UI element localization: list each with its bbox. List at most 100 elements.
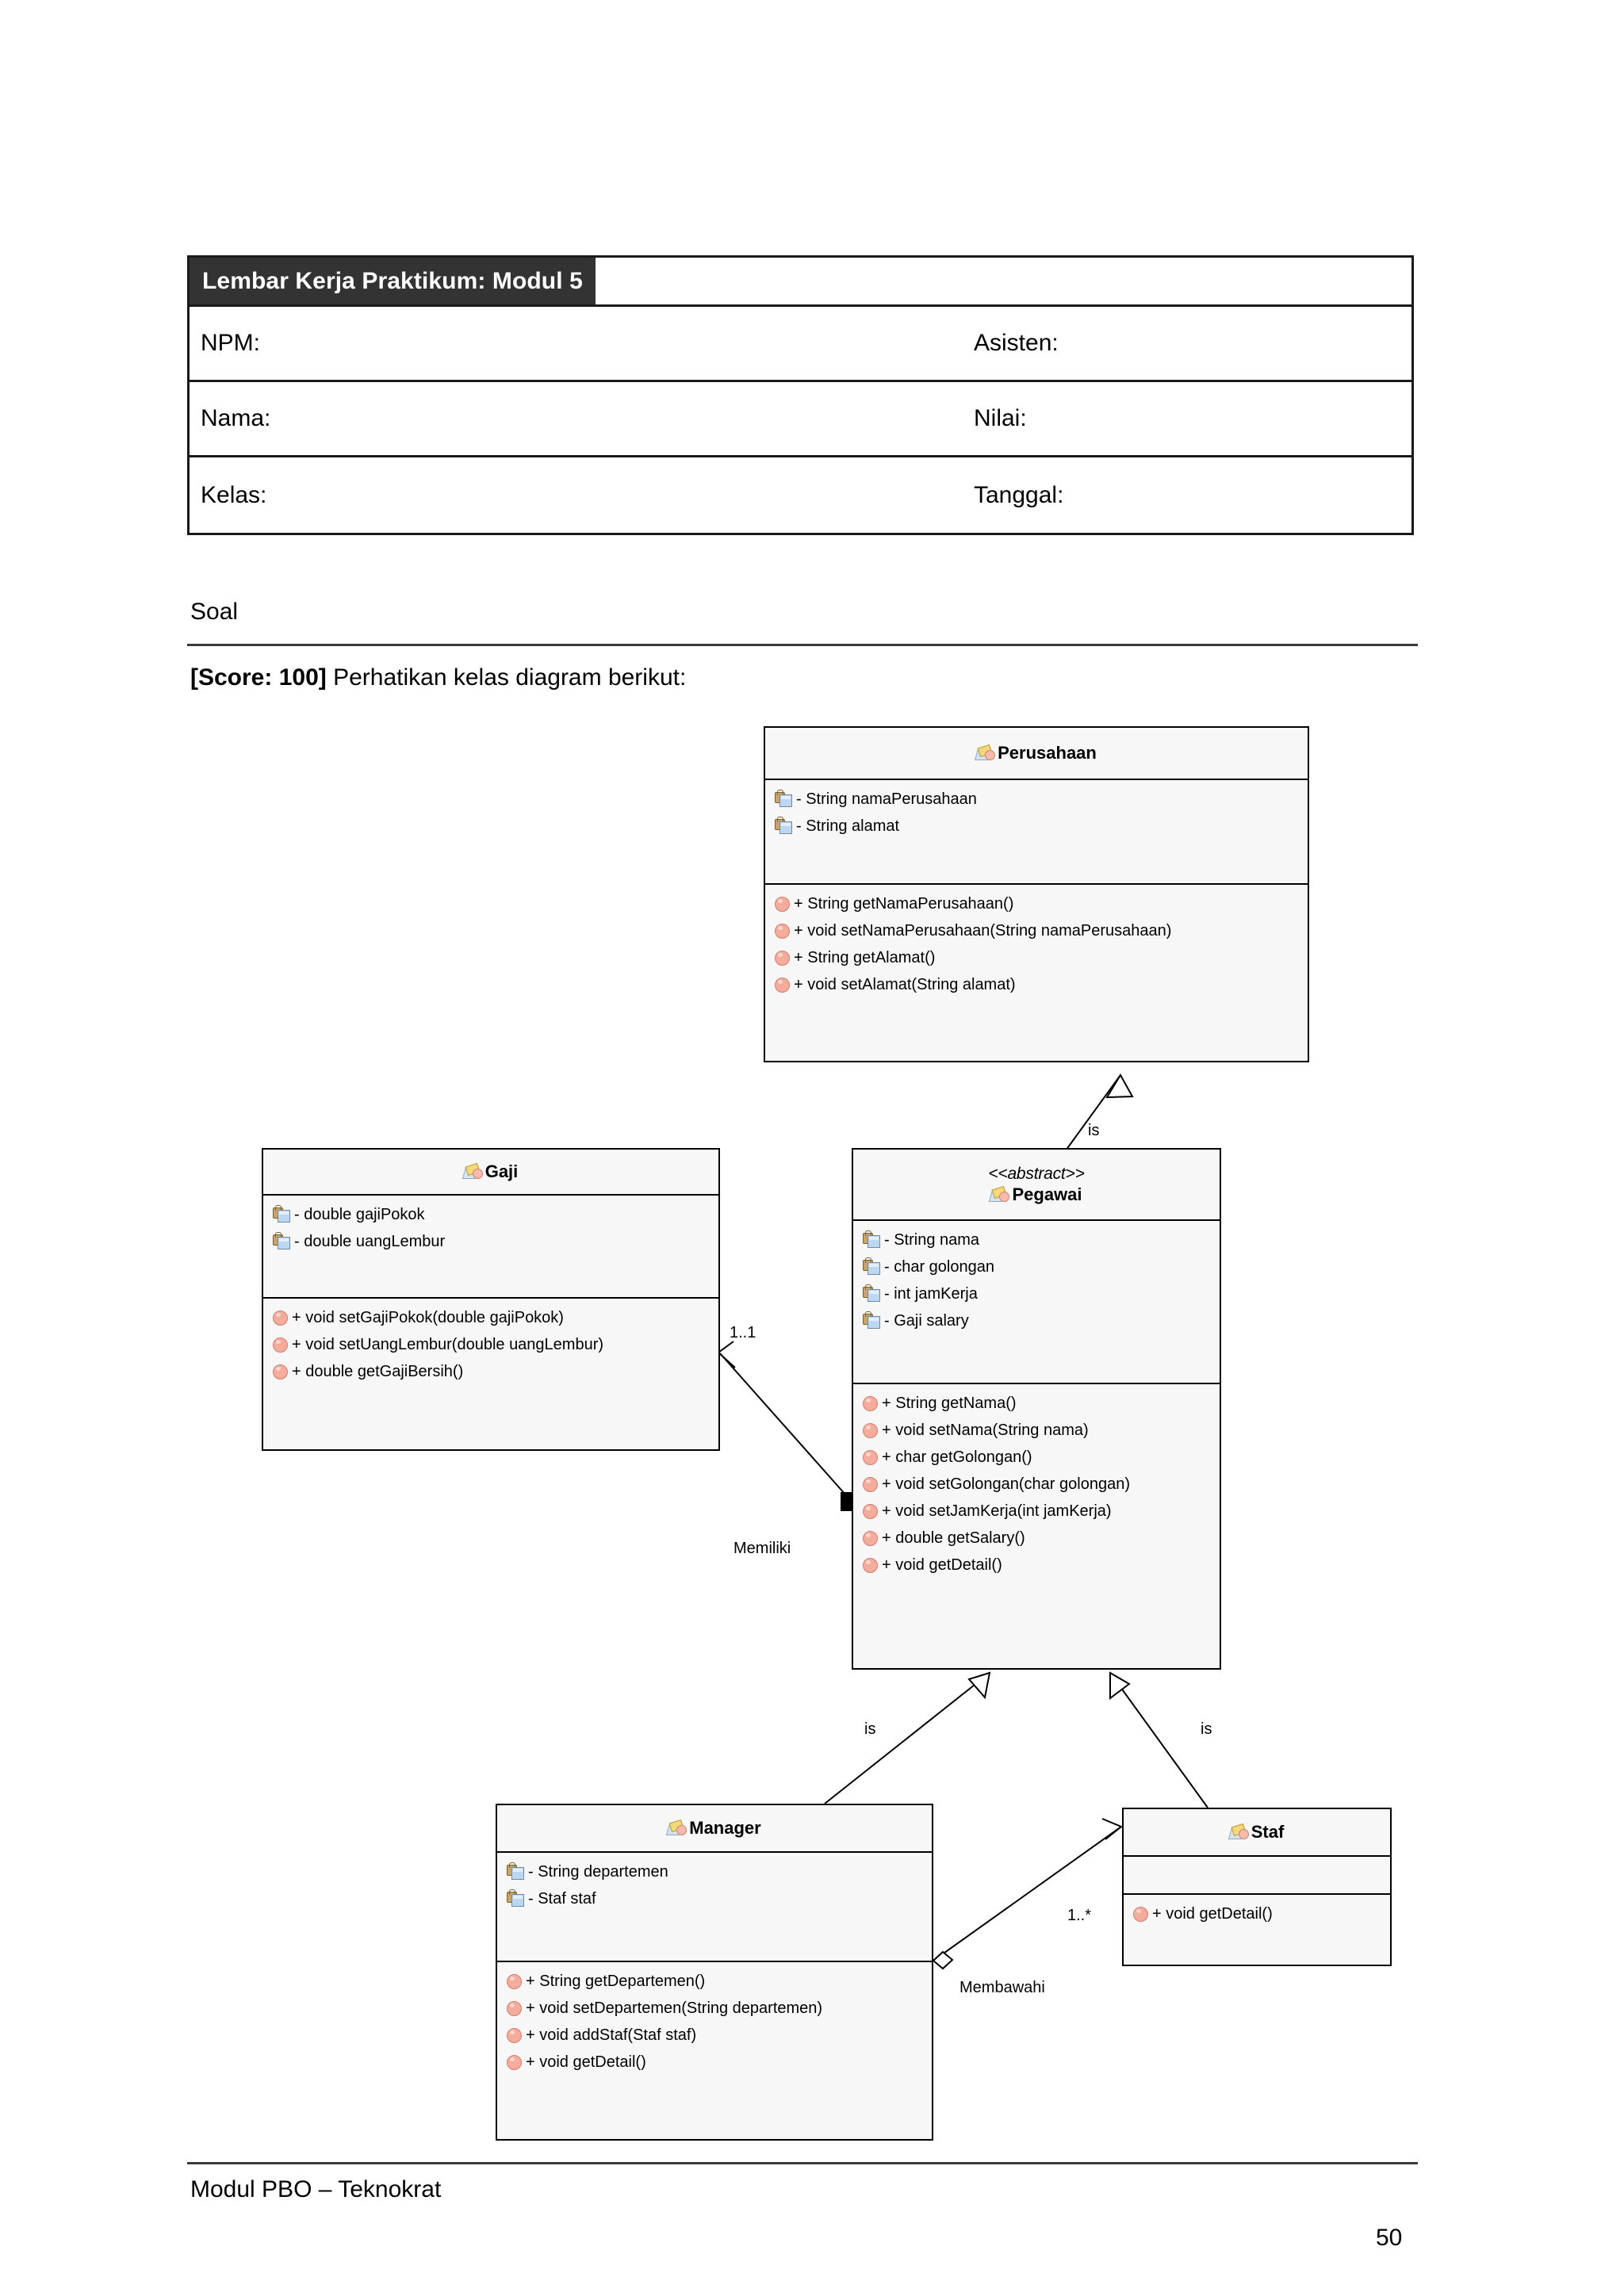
method-text: + void getDetail() bbox=[1152, 1905, 1273, 1923]
method-text: + void setAlamat(String alamat) bbox=[794, 976, 1016, 993]
label-npm: NPM: bbox=[201, 330, 260, 356]
uml-class-pegawai[interactable]: <<abstract>> Pegawai - String nama - cha… bbox=[852, 1148, 1221, 1670]
label-tanggal: Tanggal: bbox=[974, 481, 1064, 508]
worksheet-title-row: Lembar Kerja Praktikum: Modul 5 bbox=[190, 258, 1411, 307]
class-name: Staf bbox=[1251, 1822, 1285, 1842]
method-text: + String getAlamat() bbox=[794, 949, 936, 966]
class-name: Perusahaan bbox=[998, 743, 1097, 763]
public-method-icon bbox=[273, 1337, 288, 1353]
public-method-icon bbox=[863, 1530, 878, 1546]
methods-compartment: + String getDepartemen() + void setDepar… bbox=[497, 1962, 932, 2076]
method-row: + double getSalary() bbox=[863, 1530, 1212, 1546]
private-attribute-icon bbox=[775, 790, 792, 807]
class-title: Staf bbox=[1228, 1822, 1285, 1842]
methods-compartment: + void getDetail() bbox=[1124, 1895, 1390, 1928]
label-kelas: Kelas: bbox=[201, 481, 267, 508]
page-number: 50 bbox=[1376, 2225, 1403, 2251]
uml-class-staf[interactable]: Staf + void getDetail() bbox=[1122, 1808, 1392, 1966]
public-method-icon bbox=[273, 1310, 288, 1326]
method-row: + void setNamaPerusahaan(String namaPeru… bbox=[775, 923, 1300, 939]
table-row: NPM: Asisten: bbox=[190, 307, 1411, 382]
class-header: Gaji bbox=[263, 1150, 718, 1196]
private-attribute-icon bbox=[273, 1232, 290, 1249]
method-row: + double getGajiBersih() bbox=[273, 1364, 710, 1380]
method-row: + void setAlamat(String alamat) bbox=[775, 977, 1300, 993]
attributes-compartment: - String namaPerusahaan - String alamat bbox=[765, 780, 1308, 885]
public-method-icon bbox=[775, 950, 790, 966]
public-method-icon bbox=[1133, 1906, 1148, 1922]
attribute-row: - Gaji salary bbox=[863, 1311, 1212, 1330]
methods-compartment: + String getNama() + void setNama(String… bbox=[853, 1384, 1220, 1579]
attribute-row: - String namaPerusahaan bbox=[775, 790, 1300, 807]
attributes-compartment: - double gajiPokok - double uangLembur bbox=[263, 1196, 718, 1299]
class-name: Gaji bbox=[485, 1161, 519, 1181]
table-row: Nama: Nilai: bbox=[190, 382, 1411, 457]
method-row: + void setDepartemen(String departemen) bbox=[507, 2000, 924, 2016]
uml-class-diagram: Perusahaan - String namaPerusahaan - Str… bbox=[0, 698, 1624, 2156]
class-header: Manager bbox=[497, 1805, 932, 1853]
method-text: + void setNama(String nama) bbox=[882, 1422, 1089, 1439]
public-method-icon bbox=[273, 1364, 288, 1380]
attribute-text: - String departemen bbox=[528, 1863, 668, 1881]
edge-label-membawahi: Membawahi bbox=[959, 1979, 1045, 1996]
public-method-icon bbox=[863, 1422, 878, 1438]
method-row: + void getDetail() bbox=[1133, 1906, 1382, 1922]
public-method-icon bbox=[507, 1973, 522, 1989]
method-text: + void setJamKerja(int jamKerja) bbox=[882, 1502, 1112, 1520]
private-attribute-icon bbox=[863, 1230, 880, 1248]
label-asisten: Asisten: bbox=[974, 330, 1059, 356]
public-method-icon bbox=[863, 1503, 878, 1519]
method-row: + void setUangLembur(double uangLembur) bbox=[273, 1337, 710, 1353]
class-icon bbox=[1228, 1823, 1249, 1839]
public-method-icon bbox=[863, 1395, 878, 1411]
public-method-icon bbox=[775, 896, 790, 912]
class-title: Gaji bbox=[462, 1161, 519, 1181]
methods-compartment: + void setGajiPokok(double gajiPokok) + … bbox=[263, 1299, 718, 1386]
method-text: + String getNama() bbox=[882, 1395, 1017, 1412]
method-text: + void addStaf(Staf staf) bbox=[526, 2026, 697, 2044]
attribute-row: - Staf staf bbox=[507, 1889, 924, 1907]
attribute-text: - String alamat bbox=[796, 817, 900, 835]
methods-compartment: + String getNamaPerusahaan() + void setN… bbox=[765, 885, 1308, 999]
label-nama: Nama: bbox=[201, 405, 271, 431]
private-attribute-icon bbox=[507, 1889, 524, 1907]
attribute-row: - String nama bbox=[863, 1230, 1212, 1248]
method-text: + void setNamaPerusahaan(String namaPeru… bbox=[794, 922, 1172, 939]
worksheet-identity-table: Lembar Kerja Praktikum: Modul 5 NPM: Asi… bbox=[187, 255, 1414, 535]
edge-label-staf-is-pegawai: is bbox=[1201, 1720, 1212, 1738]
public-method-icon bbox=[775, 977, 790, 993]
class-icon bbox=[666, 1819, 688, 1835]
method-text: + void setGajiPokok(double gajiPokok) bbox=[292, 1309, 564, 1326]
class-icon bbox=[974, 744, 996, 760]
method-row: + void setJamKerja(int jamKerja) bbox=[863, 1503, 1212, 1519]
uml-class-gaji[interactable]: Gaji - double gajiPokok - double uangLem… bbox=[262, 1148, 720, 1451]
attribute-text: - Gaji salary bbox=[884, 1312, 969, 1330]
class-name: Manager bbox=[689, 1818, 761, 1838]
uml-class-perusahaan[interactable]: Perusahaan - String namaPerusahaan - Str… bbox=[764, 726, 1309, 1062]
attribute-text: - double uangLembur bbox=[294, 1233, 446, 1250]
attribute-text: - double gajiPokok bbox=[294, 1206, 425, 1223]
public-method-icon bbox=[507, 2027, 522, 2043]
question-instruction: [Score: 100] Perhatikan kelas diagram be… bbox=[190, 664, 686, 691]
private-attribute-icon bbox=[507, 1862, 524, 1880]
footer-text: Modul PBO – Teknokrat bbox=[190, 2176, 442, 2202]
attributes-compartment: - String nama - char golongan - int jamK… bbox=[853, 1221, 1220, 1384]
label-nilai: Nilai: bbox=[974, 405, 1027, 431]
method-row: + void setNama(String nama) bbox=[863, 1422, 1212, 1438]
method-row: + String getDepartemen() bbox=[507, 1973, 924, 1989]
attribute-row: - String departemen bbox=[507, 1862, 924, 1881]
attribute-row: - String alamat bbox=[775, 817, 1300, 835]
method-text: + String getNamaPerusahaan() bbox=[794, 895, 1014, 913]
class-icon bbox=[462, 1162, 483, 1179]
method-text: + void setDepartemen(String departemen) bbox=[526, 1999, 823, 2017]
method-text: + double getSalary() bbox=[882, 1529, 1025, 1547]
private-attribute-icon bbox=[863, 1284, 880, 1302]
public-method-icon bbox=[507, 2000, 522, 2016]
uml-class-manager[interactable]: Manager - String departemen - Staf staf … bbox=[496, 1804, 933, 2141]
method-text: + double getGajiBersih() bbox=[292, 1363, 464, 1380]
method-row: + void setGolongan(char golongan) bbox=[863, 1476, 1212, 1492]
score-tag: [Score: 100] bbox=[190, 664, 327, 691]
method-text: + void setGolongan(char golongan) bbox=[882, 1475, 1130, 1493]
public-method-icon bbox=[775, 923, 790, 939]
method-row: + void addStaf(Staf staf) bbox=[507, 2027, 924, 2043]
